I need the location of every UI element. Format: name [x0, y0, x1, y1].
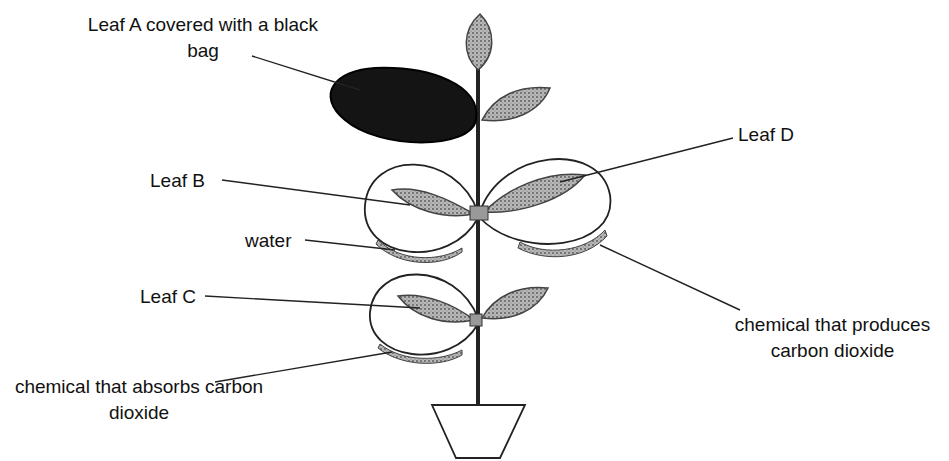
leaf-label: Leaf A covered with a black bag: [78, 12, 328, 64]
chemical-label: chemical that absorbs carbon dioxide: [4, 374, 274, 426]
leaf-label: Leaf C: [140, 284, 196, 310]
chemical-label: chemical that produces carbon dioxide: [720, 312, 945, 364]
leaf-label: Leaf B: [150, 168, 205, 194]
leaf-label: Leaf D: [738, 122, 794, 148]
part-label: water: [245, 228, 291, 254]
